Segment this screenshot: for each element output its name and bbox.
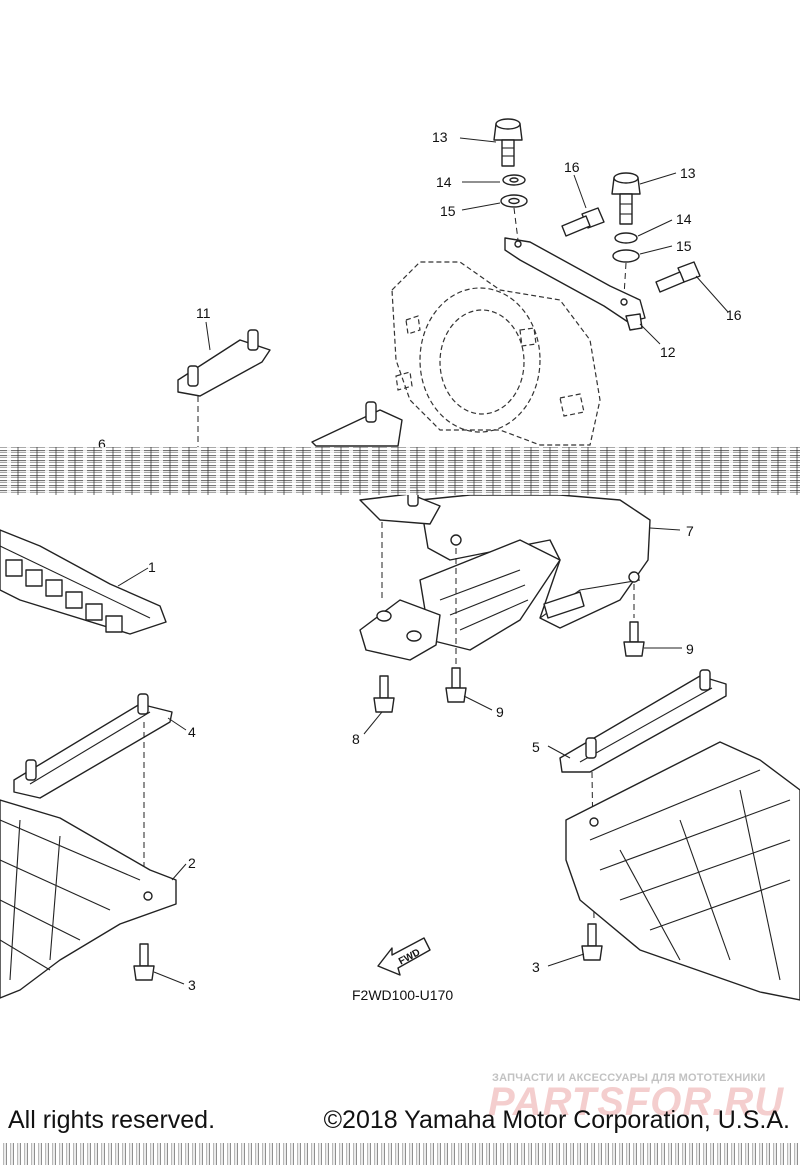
bracket-4 — [13, 693, 173, 799]
bolt-13-left — [493, 118, 523, 167]
intake-grate-right — [565, 741, 800, 1001]
bolt-9-right — [623, 621, 645, 657]
intake-grate-2 — [0, 799, 177, 999]
callout-3-right: 3 — [532, 959, 540, 975]
callout-8: 8 — [352, 731, 360, 747]
bracket-5 — [559, 669, 727, 773]
callout-13-left: 13 — [432, 129, 448, 145]
watermark-tagline: ЗАПЧАСТИ И АКСЕССУАРЫ ДЛЯ МОТОТЕХНИКИ — [492, 1072, 766, 1084]
callout-3-left: 3 — [188, 977, 196, 993]
ribbed-duct — [419, 539, 561, 651]
bolt-3-right — [581, 923, 603, 961]
footer-copyright: ©2018 Yamaha Motor Corporation, U.S.A. — [323, 1106, 790, 1134]
bolt-16-lower — [655, 261, 701, 293]
watermark-site: PARTSFOR.RU — [488, 1080, 785, 1124]
callout-9-center: 9 — [496, 704, 504, 720]
callout-15-right: 15 — [676, 238, 692, 254]
engine-mount-plate — [391, 261, 601, 446]
callout-5: 5 — [532, 739, 540, 755]
mount-bracket-center — [311, 401, 403, 447]
bolt-13-right — [611, 172, 641, 225]
fwd-arrow: FWD — [377, 937, 431, 976]
bracket-11 — [177, 329, 271, 397]
bolt-8 — [373, 675, 395, 713]
washer-15-left — [500, 194, 528, 208]
washer-15-right — [612, 249, 640, 263]
bracket-mount-8 — [359, 599, 441, 661]
callout-16-lower: 16 — [726, 307, 742, 323]
bolt-9-center — [445, 667, 467, 703]
callout-9-right: 9 — [686, 641, 694, 657]
callout-4: 4 — [188, 724, 196, 740]
bottom-scan-noise — [0, 1143, 800, 1165]
diagram-code: F2WD100-U170 — [352, 987, 453, 1003]
callout-14-right: 14 — [676, 211, 692, 227]
callout-2: 2 — [188, 855, 196, 871]
reinforcement-7 — [419, 494, 651, 629]
callout-14-left: 14 — [436, 174, 452, 190]
footer-rights: All rights reserved. — [8, 1106, 216, 1134]
callout-11: 11 — [196, 305, 211, 321]
washer-14-right — [614, 232, 638, 244]
leader-lines — [117, 137, 729, 985]
rubber-strip-1 — [0, 529, 167, 635]
bolt-3-left — [133, 943, 155, 981]
callout-7: 7 — [686, 523, 694, 539]
bracket-12 — [504, 237, 646, 331]
callout-labels: 13 14 15 16 13 14 15 16 12 11 6 7 1 9 9 … — [98, 129, 742, 993]
callout-12: 12 — [660, 344, 676, 360]
washer-14-left — [502, 174, 526, 186]
callout-1: 1 — [148, 559, 156, 575]
callout-13-right: 13 — [680, 165, 696, 181]
callout-16-upper: 16 — [564, 159, 580, 175]
callout-15-left: 15 — [440, 203, 456, 219]
scan-noise-overlay — [0, 447, 800, 495]
bolt-16-upper — [561, 207, 605, 237]
callout-6: 6 — [98, 436, 106, 452]
